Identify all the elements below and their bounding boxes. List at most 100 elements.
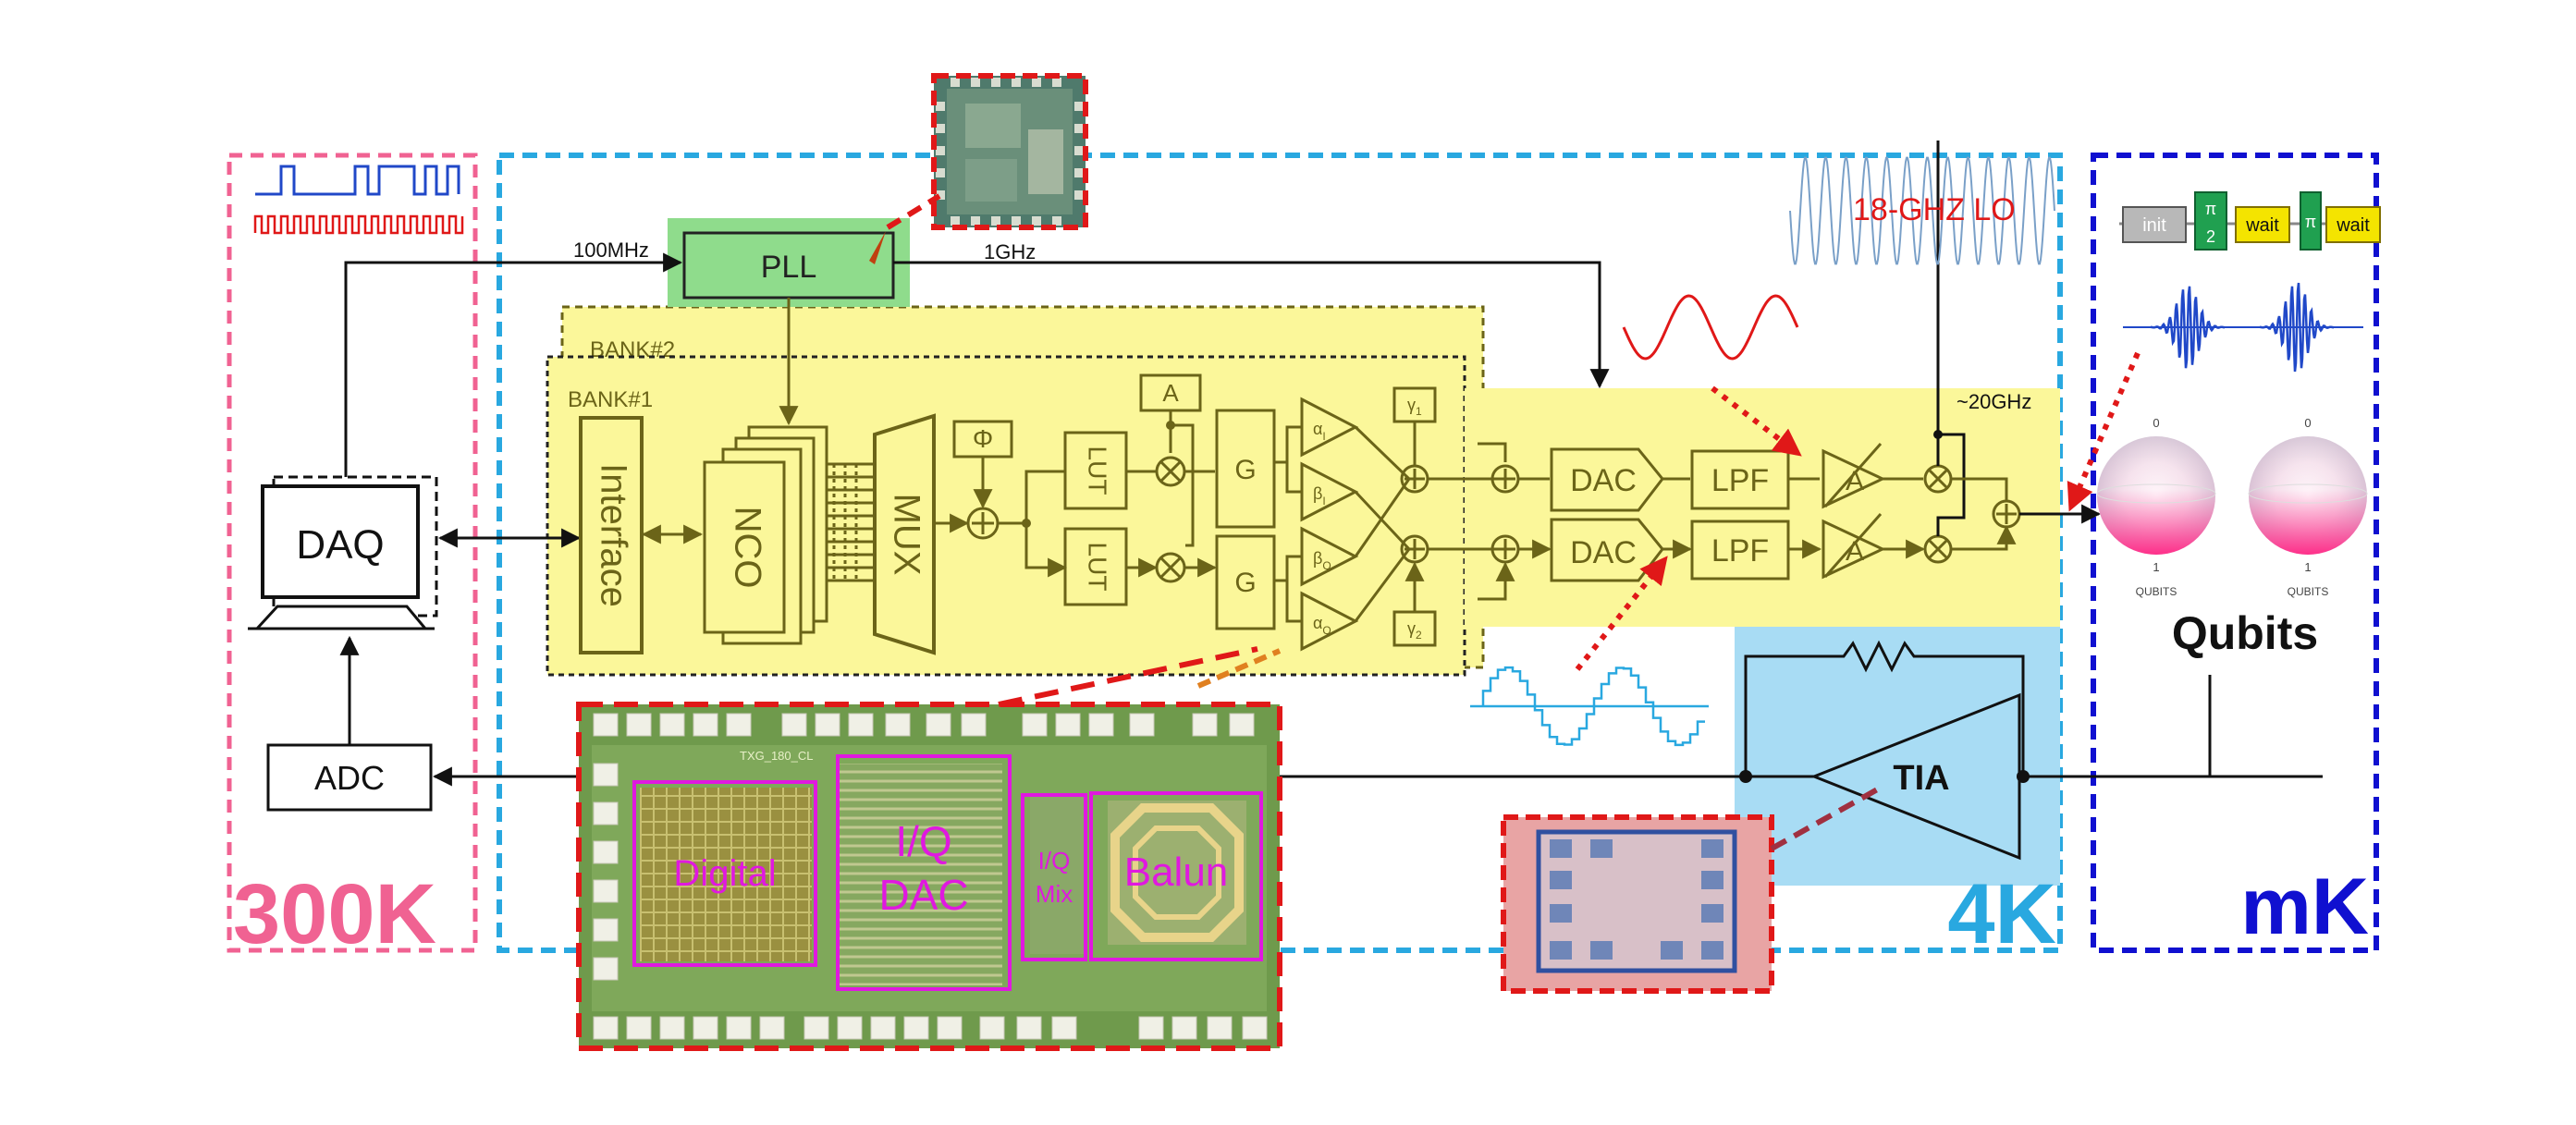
chip-digital-label: Digital bbox=[673, 853, 776, 894]
tia-node-out bbox=[2017, 770, 2030, 783]
nco-label: NCO bbox=[727, 507, 767, 589]
bank-combiner-q bbox=[1490, 534, 1520, 564]
bond-pad bbox=[759, 1016, 785, 1040]
beta-i-label: βI bbox=[1313, 484, 1326, 507]
bond-pad bbox=[837, 1016, 863, 1040]
tia-io-wires bbox=[1746, 675, 2323, 778]
tia-chip-callout bbox=[1770, 785, 1883, 851]
bond-pad bbox=[781, 713, 807, 737]
nco-stack bbox=[703, 425, 828, 645]
pll-out-wire bbox=[893, 261, 1610, 389]
bond-pad bbox=[1192, 713, 1218, 737]
bond-pad bbox=[1016, 1016, 1042, 1040]
bond-pad bbox=[593, 840, 619, 864]
gain-q-label: G bbox=[1234, 568, 1256, 598]
gamma2-label: γ2 bbox=[1407, 619, 1422, 642]
stair-pointer bbox=[1575, 556, 1668, 671]
bond-pad bbox=[1051, 1016, 1077, 1040]
pulse-to-qubit-pointer bbox=[2067, 351, 2141, 512]
vga-q-label: A bbox=[1846, 536, 1864, 567]
pll-label: PLL bbox=[761, 250, 817, 285]
daq-label: DAQ bbox=[296, 522, 384, 568]
iq-correction-amps bbox=[1274, 397, 1411, 652]
chip-iq-dac-label-1: I/Q bbox=[895, 817, 951, 865]
chip-digital-box bbox=[632, 780, 817, 967]
bond-pad bbox=[1229, 713, 1255, 737]
region-mk-label: mK bbox=[2240, 862, 2369, 951]
bond-pad bbox=[593, 801, 619, 825]
pulse-wait1-box bbox=[2235, 206, 2290, 243]
qubit-sphere-2 bbox=[2248, 436, 2368, 555]
pulse-wait1-label: wait bbox=[2245, 215, 2279, 236]
tx-chip-callout-2 bbox=[1196, 648, 1282, 689]
bond-pad bbox=[1129, 713, 1155, 737]
bond-pad bbox=[726, 1016, 752, 1040]
pulse-pi-half-num: π bbox=[2205, 200, 2216, 218]
bond-pad bbox=[593, 879, 619, 903]
phase-label: Φ bbox=[973, 424, 993, 453]
bond-pad bbox=[593, 763, 619, 787]
gain-i-block[interactable] bbox=[1215, 409, 1276, 529]
phase-adder bbox=[966, 507, 1000, 540]
bond-pad bbox=[659, 713, 685, 737]
qubit2-state0: 0 bbox=[2304, 416, 2311, 430]
chip-iq-dac-label-2: DAC bbox=[878, 871, 968, 919]
chip-iq-mix-label-2: Mix bbox=[1036, 880, 1073, 908]
mixer-combiner-wires bbox=[1951, 477, 2006, 551]
mux-label: MUX bbox=[886, 494, 926, 576]
vga-amplifiers bbox=[1822, 443, 1886, 580]
pulse-pi-label: π bbox=[2305, 213, 2316, 231]
ref-clock-label: 100MHz bbox=[573, 238, 649, 262]
lpf-q-label: LPF bbox=[1711, 533, 1769, 569]
bond-pad bbox=[693, 713, 718, 737]
bond-pad bbox=[870, 1016, 896, 1040]
dac-lpf-wires bbox=[1662, 477, 1690, 549]
bond-pad bbox=[937, 1016, 963, 1040]
daq-trigger-waveform bbox=[253, 165, 464, 235]
sine-pointer bbox=[1711, 385, 1802, 457]
bond-pad bbox=[1055, 713, 1081, 737]
bond-pad bbox=[979, 1016, 1005, 1040]
bond-pad bbox=[848, 713, 874, 737]
dac-q-label: DAC bbox=[1570, 535, 1637, 570]
bond-pad bbox=[1242, 1016, 1268, 1040]
tia-chip-photo bbox=[1501, 814, 1774, 994]
interface-label: Interface bbox=[593, 463, 633, 607]
bond-pad bbox=[903, 1016, 929, 1040]
region-300k-label: 300K bbox=[233, 867, 436, 961]
bond-pad bbox=[803, 1016, 829, 1040]
lut-i-label: LUT bbox=[1084, 446, 1112, 495]
lo-waveform bbox=[1789, 156, 2055, 265]
region-4k-label: 4K bbox=[1947, 867, 2056, 961]
bond-pad bbox=[815, 713, 840, 737]
bond-pad bbox=[926, 713, 951, 737]
gain-q-block[interactable] bbox=[1215, 534, 1276, 630]
bond-pad bbox=[593, 713, 619, 737]
pulse-wait2-label: wait bbox=[2336, 215, 2370, 236]
bond-pad bbox=[593, 918, 619, 942]
staircase-illustration bbox=[1470, 666, 1709, 747]
dac-i-label: DAC bbox=[1570, 463, 1637, 498]
pll-chip-pointer bbox=[869, 231, 886, 264]
bank-combiner-i bbox=[1490, 464, 1520, 494]
adc-block[interactable] bbox=[266, 743, 433, 812]
bond-pad bbox=[1207, 1016, 1233, 1040]
pulse-pi-half-box bbox=[2194, 191, 2227, 251]
amplitude-label: A bbox=[1162, 379, 1179, 407]
bond-pad bbox=[1171, 1016, 1197, 1040]
combiner-dac-wires bbox=[1518, 477, 1550, 549]
qubit1-state0: 0 bbox=[2153, 416, 2159, 430]
sum-i-digital bbox=[1400, 464, 1429, 494]
ref-clock-wire bbox=[344, 252, 683, 490]
pulse-wait2-box bbox=[2325, 206, 2381, 243]
sine-illustration bbox=[1622, 294, 1799, 361]
dac-i-block[interactable] bbox=[1550, 447, 1664, 512]
bond-pad bbox=[626, 713, 652, 737]
bond-pad bbox=[1138, 1016, 1164, 1040]
gain-i-label: G bbox=[1234, 455, 1256, 485]
lpf-i-label: LPF bbox=[1711, 463, 1769, 498]
pulse-sequence bbox=[2119, 191, 2381, 251]
region-300k-box bbox=[227, 153, 478, 953]
mux-block[interactable] bbox=[873, 413, 936, 655]
